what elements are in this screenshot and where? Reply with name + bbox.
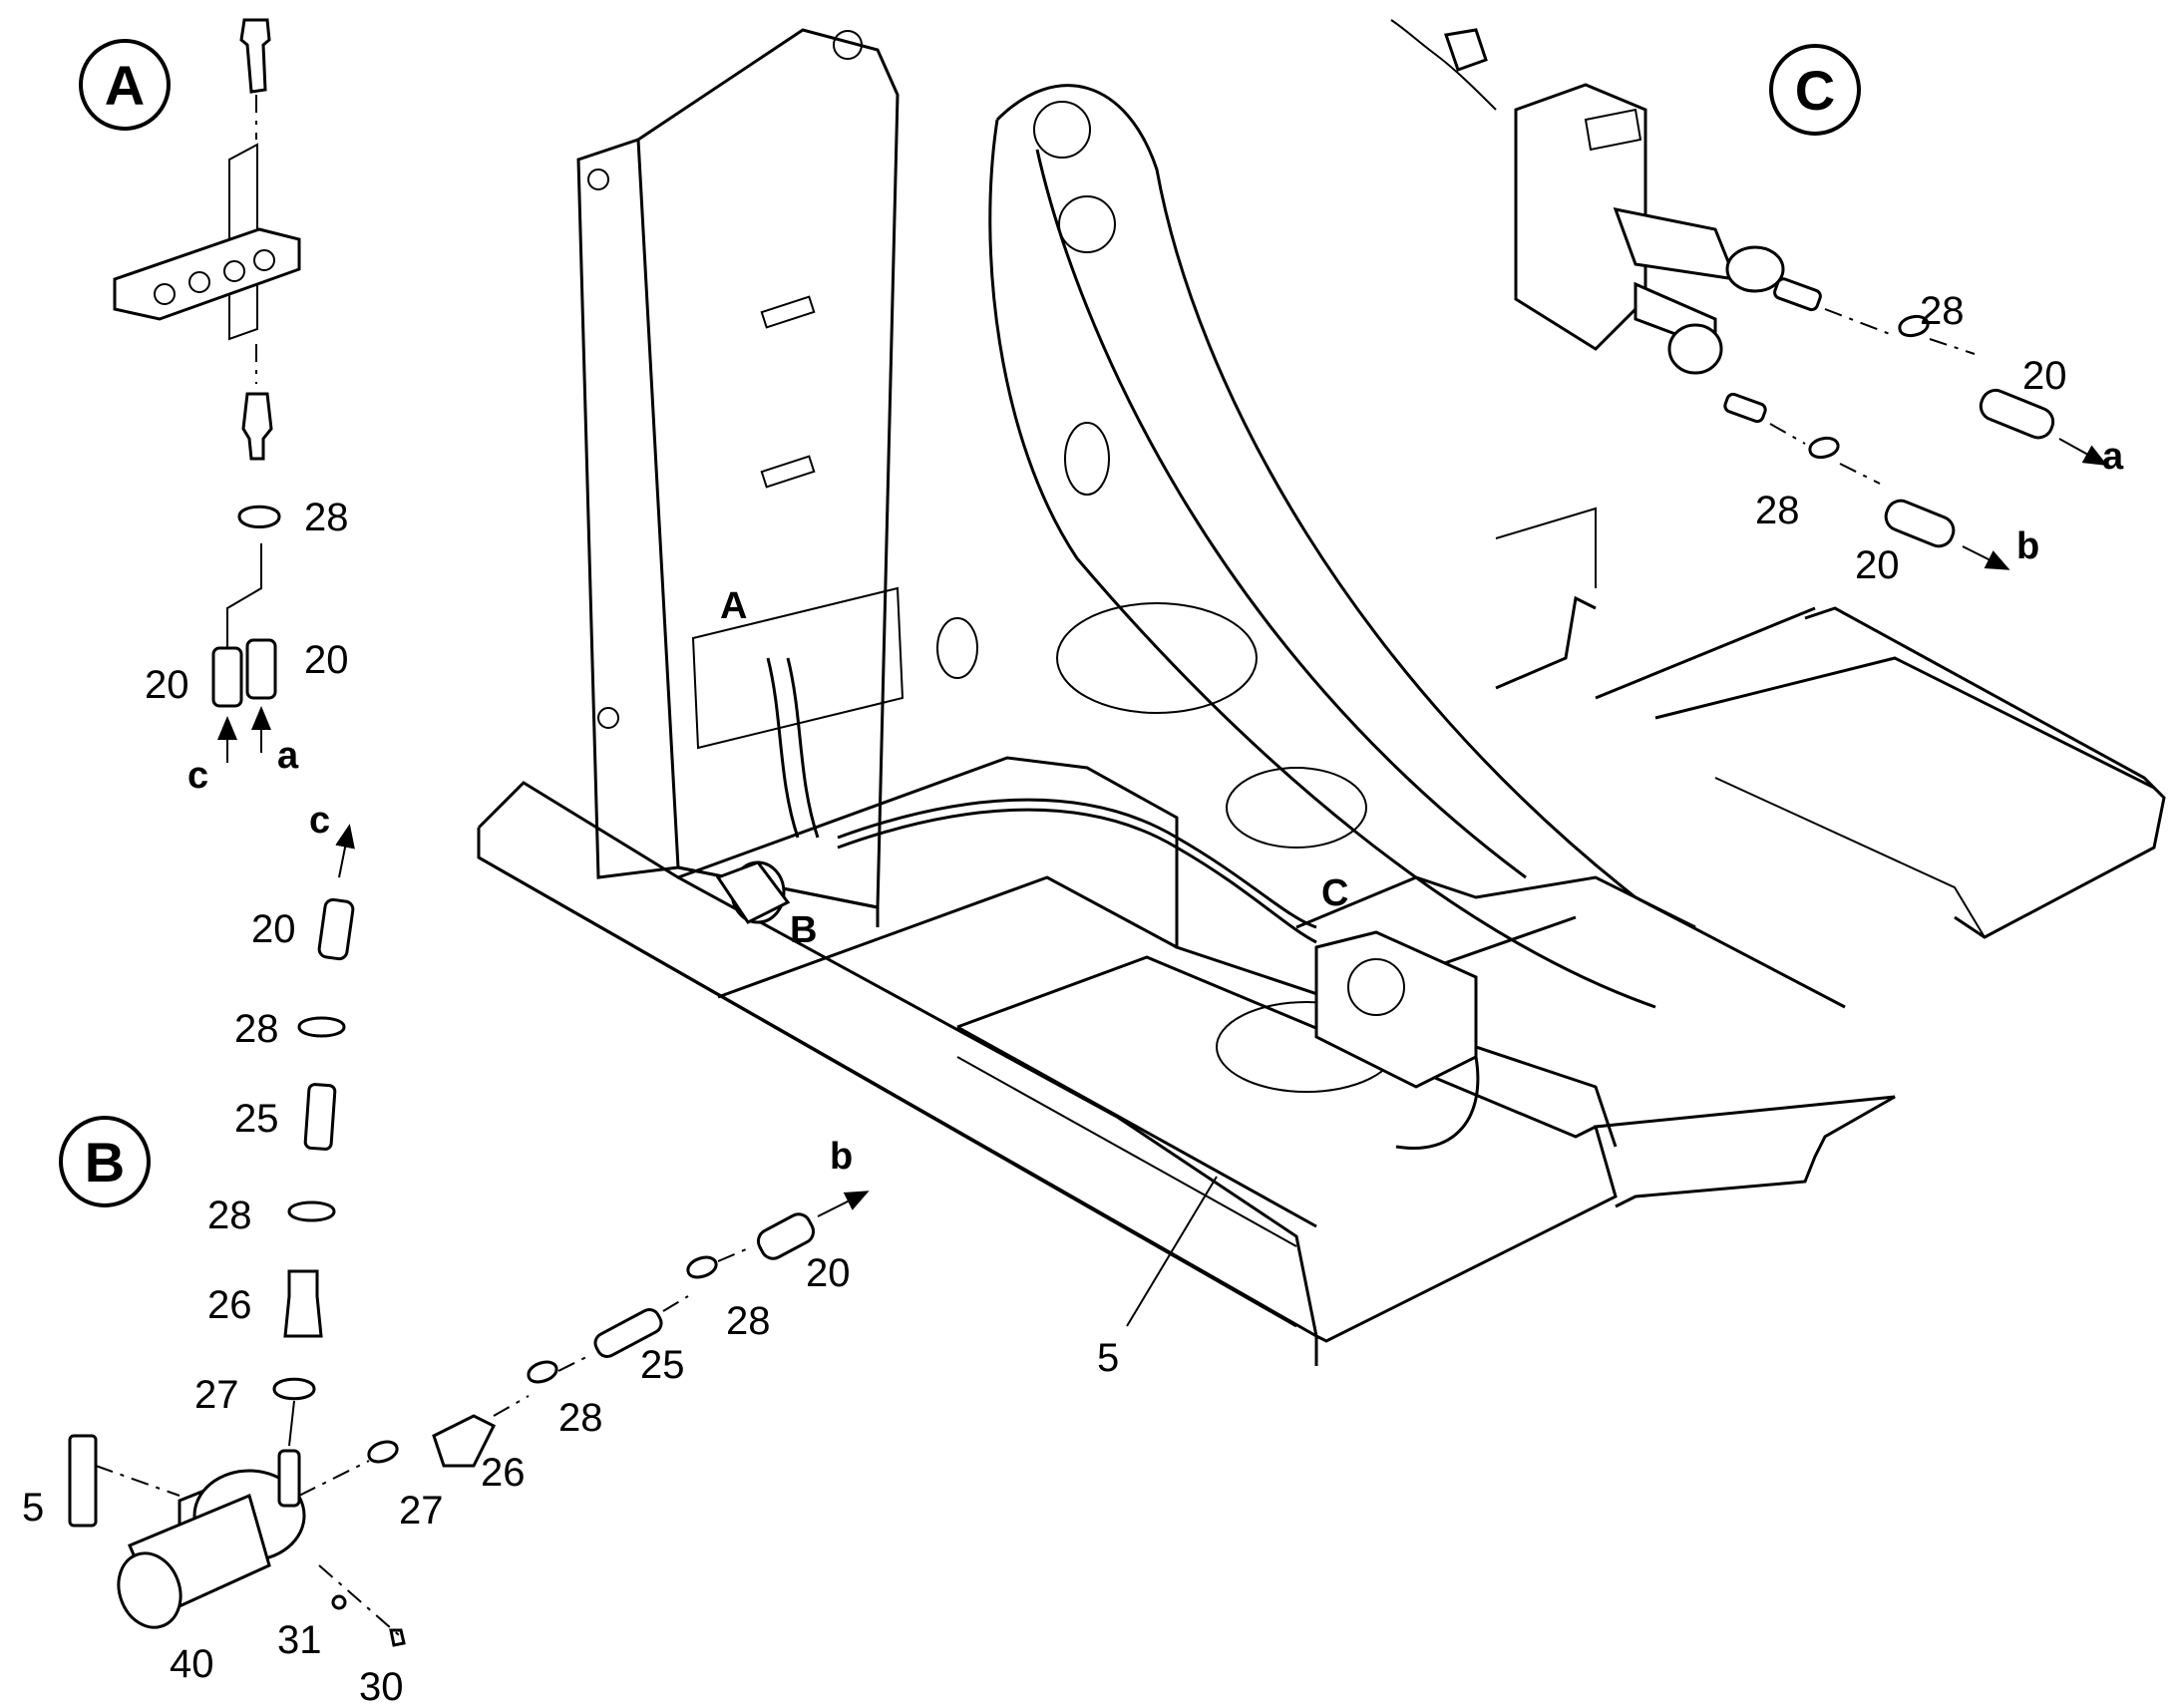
callout-c: C — [1769, 44, 1861, 136]
detail-b-screw-label: 30 — [359, 1665, 404, 1708]
detail-b-bracket-label: 5 — [22, 1486, 44, 1530]
detail-c-hose-top-label: 20 — [2022, 354, 2067, 398]
detail-a-flow-right-label: a — [277, 735, 299, 777]
detail-c-flow-top-label: a — [2102, 436, 2124, 478]
detail-b-hose-label: 20 — [251, 907, 296, 951]
detail-b-h-clamp-2-label: 28 — [558, 1396, 603, 1440]
detail-b-h-clamp-3-label: 28 — [726, 1299, 771, 1343]
detail-b-flow-top-label: c — [309, 800, 330, 842]
detail-b-pump-label: 40 — [170, 1642, 214, 1686]
detail-a-flow-left-label: c — [187, 755, 208, 797]
detail-c-drawing — [1390, 19, 2108, 570]
callout-b: B — [59, 1116, 151, 1207]
detail-b-reducer-label: 26 — [207, 1283, 252, 1327]
detail-b-washer-label: 31 — [277, 1618, 322, 1662]
frame-label-c: C — [1321, 872, 1348, 914]
detail-c-flow-bottom-label: b — [2016, 525, 2039, 567]
detail-c-hose-bottom-label: 20 — [1855, 543, 1900, 587]
detail-b-vertical-drawing — [272, 824, 355, 1447]
detail-a-hose-right-label: 20 — [304, 638, 349, 682]
svg-text:C: C — [1795, 59, 1835, 122]
detail-b-pipe-label: 25 — [234, 1097, 279, 1141]
detail-b-h-reducer-label: 26 — [481, 1451, 526, 1495]
detail-b-clamp-3-label: 27 — [194, 1373, 239, 1417]
frame-leader-line — [1126, 1176, 1218, 1327]
detail-b-clamp-2-label: 28 — [207, 1194, 252, 1237]
svg-text:A: A — [105, 54, 145, 117]
frame-label-b: B — [790, 909, 817, 951]
frame-label-a: A — [720, 585, 747, 627]
detail-b-h-clamp-1-label: 27 — [399, 1489, 444, 1533]
main-frame-drawing — [477, 28, 2166, 1366]
detail-b-h-hose-label: 20 — [806, 1251, 851, 1295]
svg-text:B: B — [85, 1131, 125, 1194]
detail-a-drawing — [113, 18, 301, 763]
detail-c-clamp-bottom-label: 28 — [1755, 489, 1800, 532]
detail-a-clamp-label: 28 — [304, 496, 349, 539]
callout-a: A — [79, 39, 171, 131]
detail-c-clamp-top-label: 28 — [1920, 289, 1965, 333]
detail-b-horizontal-drawing — [68, 1191, 870, 1647]
detail-a-hose-left-label: 20 — [145, 663, 189, 707]
detail-b-h-flow-label: b — [830, 1136, 853, 1178]
detail-b-h-pipe-label: 25 — [640, 1343, 685, 1387]
detail-b-clamp-1-label: 28 — [234, 1007, 279, 1051]
frame-part-number: 5 — [1097, 1336, 1119, 1380]
